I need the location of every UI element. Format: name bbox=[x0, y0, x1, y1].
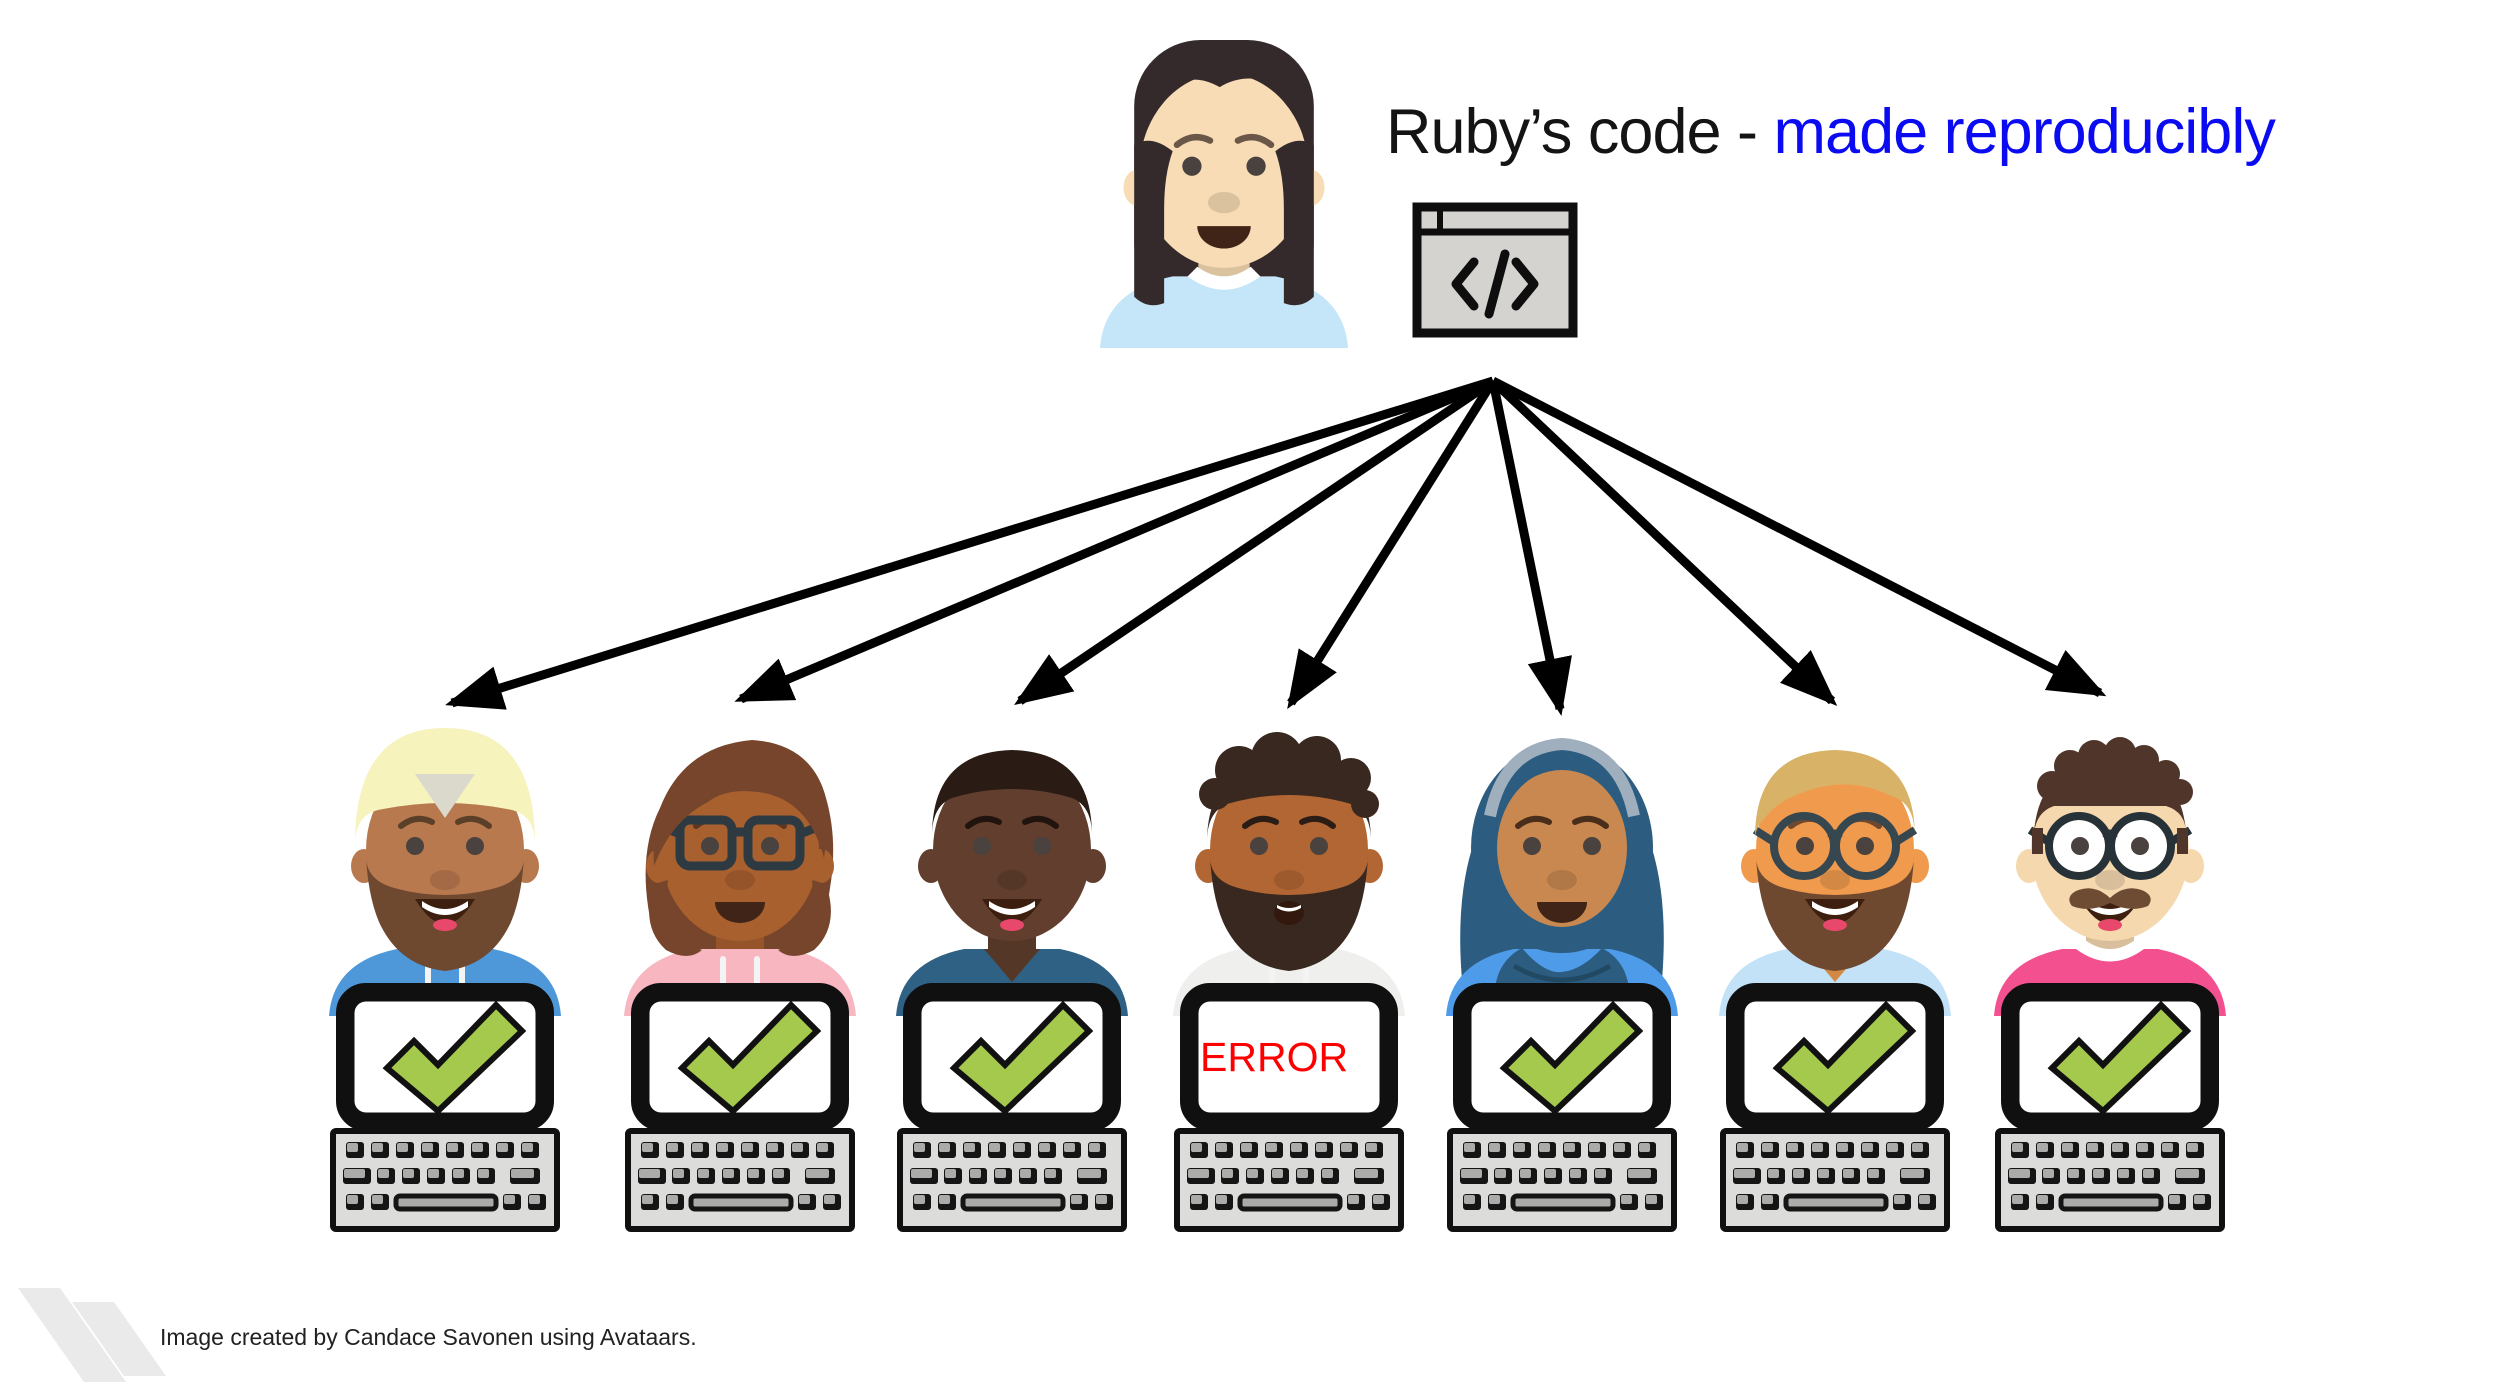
laptop-person-4-error: ERROR bbox=[1174, 983, 1404, 1233]
deco-stripe-2 bbox=[72, 1302, 166, 1376]
arrow-to-person-2 bbox=[734, 376, 1495, 704]
laptop-person-5-check bbox=[1447, 983, 1677, 1233]
attribution-caption: Image created by Candace Savonen using A… bbox=[160, 1324, 697, 1350]
slide-title: Ruby’s code - made reproducibly bbox=[1386, 96, 2276, 168]
author-avatar bbox=[1085, 26, 1363, 348]
deco-stripe-1 bbox=[18, 1288, 126, 1382]
arrow-to-person-4 bbox=[1287, 378, 1497, 710]
title-accent: made reproducibly bbox=[1773, 97, 2276, 167]
deco-logo bbox=[18, 1288, 166, 1382]
avatar-person-3 bbox=[882, 716, 1142, 1016]
avatar-person-1 bbox=[315, 716, 575, 1016]
code-window-icon bbox=[1412, 202, 1578, 338]
laptop-person-3-check bbox=[897, 983, 1127, 1233]
avatar-person-7 bbox=[1980, 716, 2240, 1016]
arrow-to-person-3 bbox=[1014, 377, 1496, 706]
laptop-person-1-check bbox=[330, 983, 560, 1233]
avatar-person-4 bbox=[1159, 716, 1419, 1016]
avatar-person-6 bbox=[1705, 716, 1965, 1016]
laptop-person-7-check bbox=[1995, 983, 2225, 1233]
arrow-to-person-5 bbox=[1488, 380, 1572, 717]
laptop-person-2-check bbox=[625, 983, 855, 1233]
arrow-to-person-1 bbox=[445, 376, 1495, 710]
avatar-person-2 bbox=[610, 716, 870, 1016]
svg-text:ERROR: ERROR bbox=[1200, 1034, 1348, 1080]
title-prefix: Ruby’s code - bbox=[1386, 97, 1774, 167]
arrow-to-person-6 bbox=[1489, 377, 1838, 706]
laptop-person-6-check bbox=[1720, 983, 1950, 1233]
avatar-person-5 bbox=[1432, 716, 1692, 1016]
arrow-to-person-7 bbox=[1490, 376, 2107, 698]
